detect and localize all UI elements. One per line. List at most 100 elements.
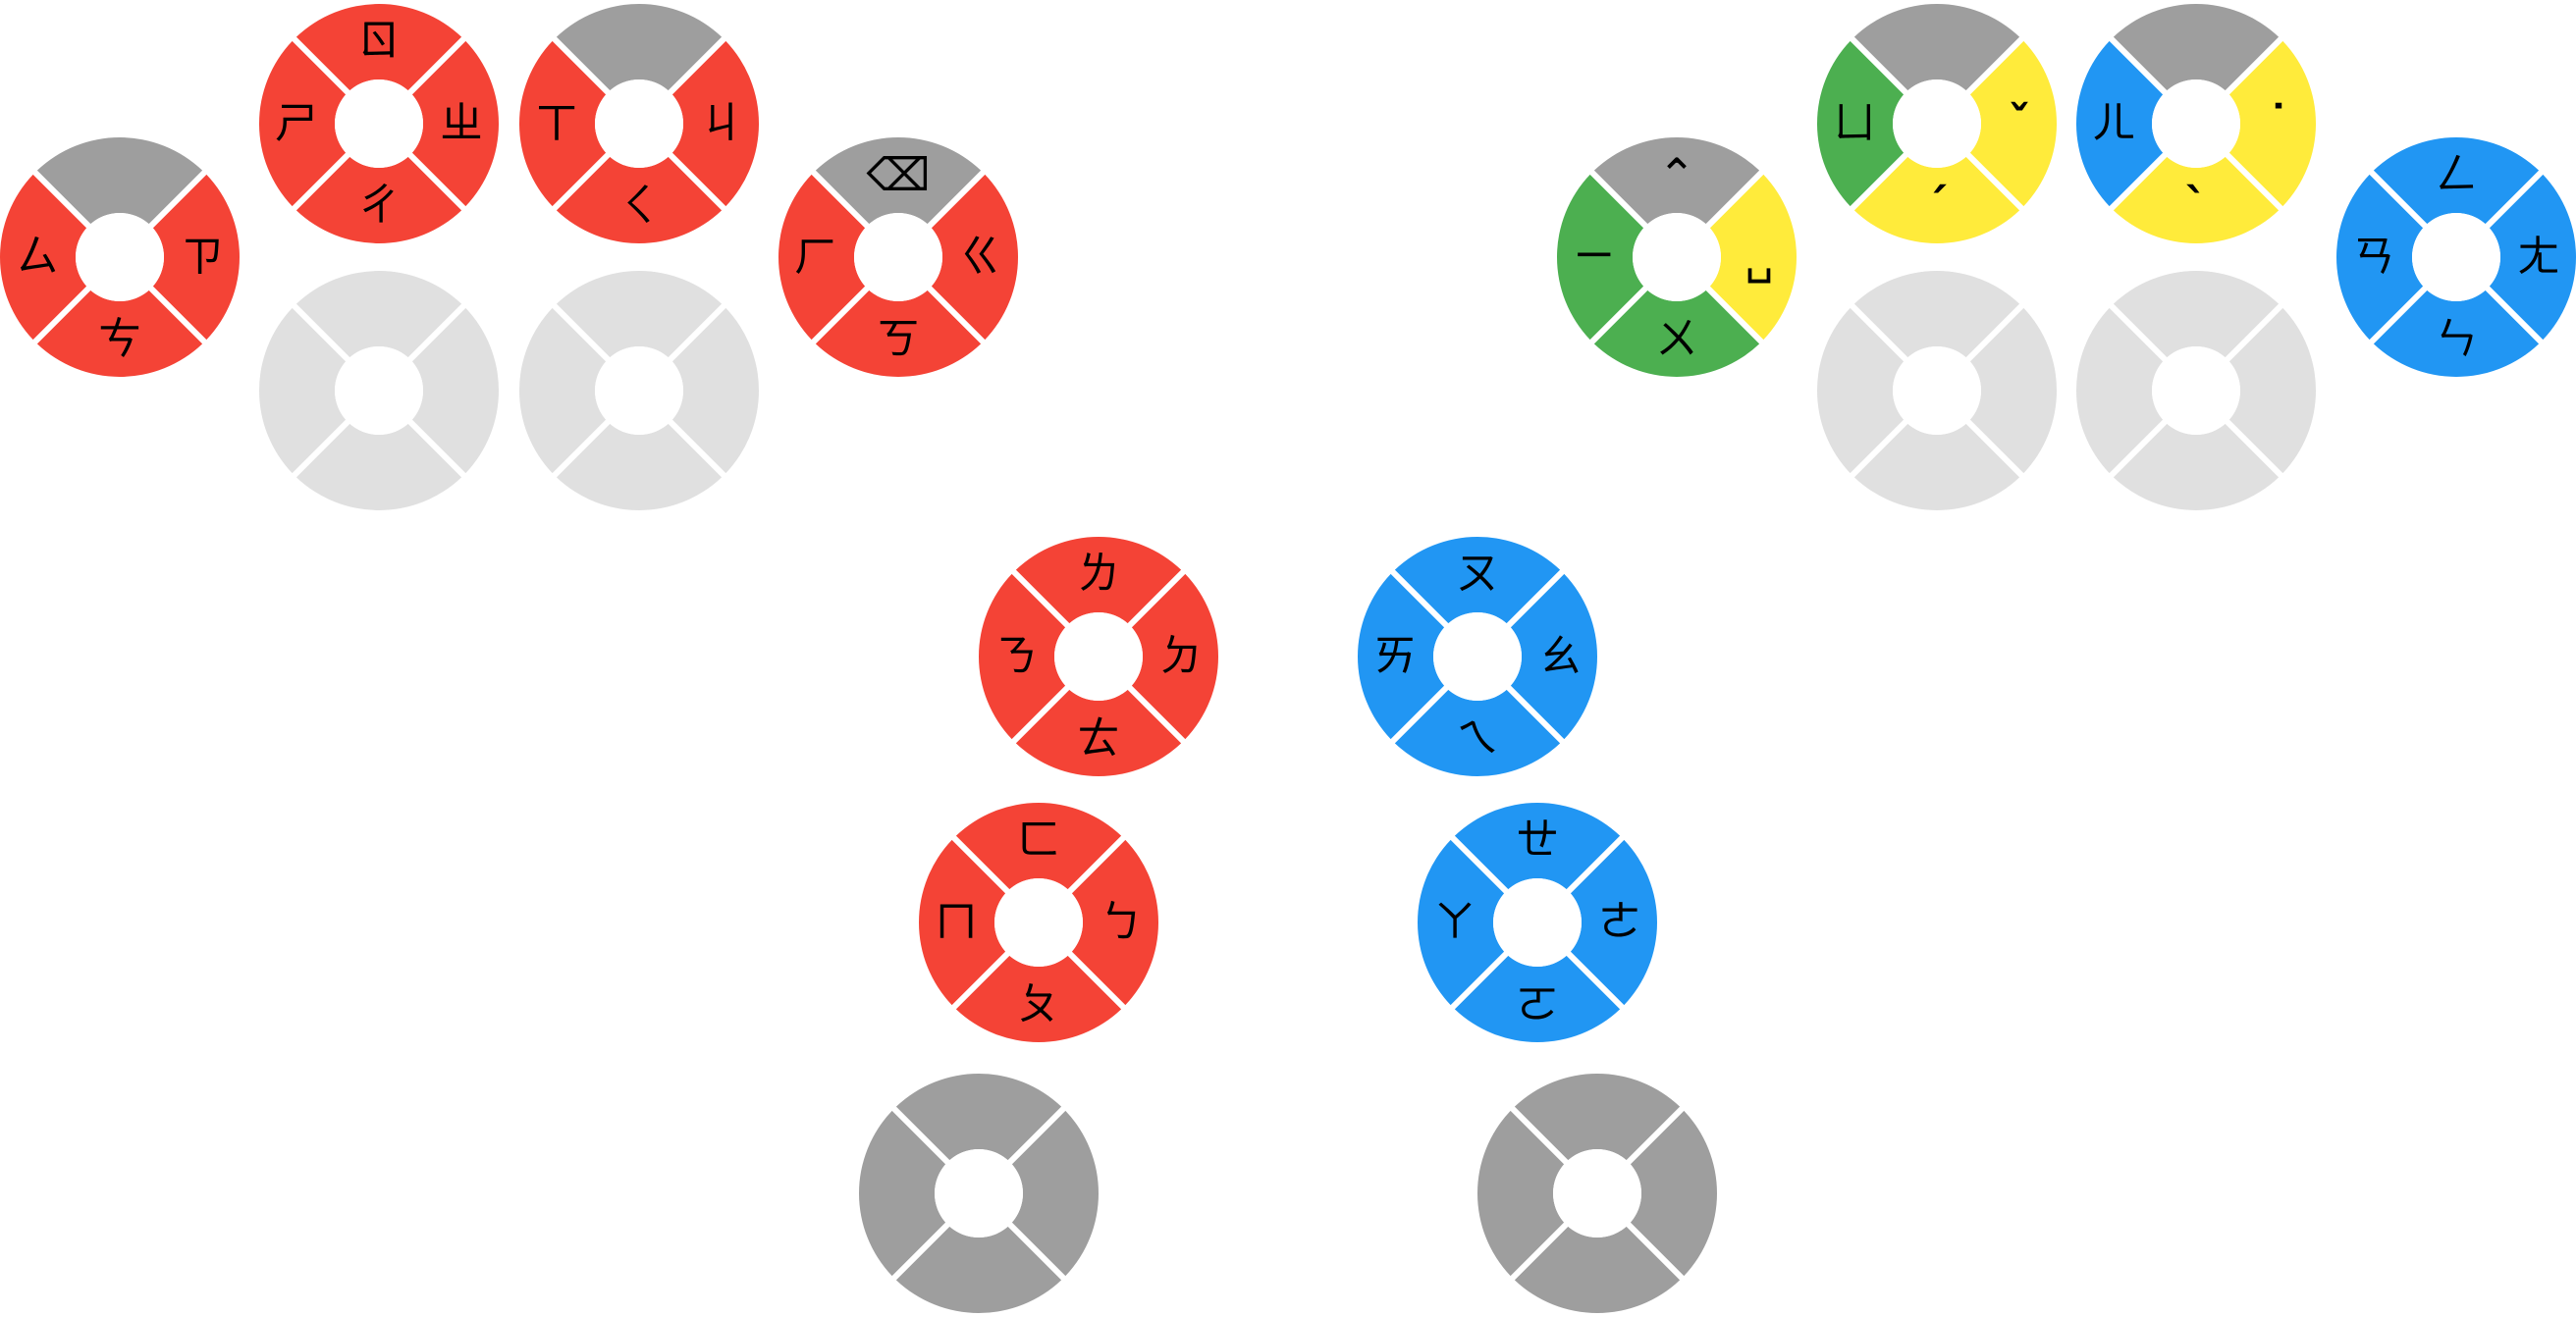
radial-pad-graphic	[1358, 537, 1597, 776]
segment-right[interactable]	[1969, 40, 2057, 207]
segment-bottom[interactable]	[1394, 689, 1561, 776]
segment-top[interactable]	[1853, 4, 2020, 91]
segment-left[interactable]	[2076, 40, 2164, 207]
segment-right[interactable]	[1011, 1110, 1099, 1277]
segment-top[interactable]	[1454, 803, 1621, 890]
radial-pad-right-empty-1[interactable]	[1817, 271, 2057, 510]
radial-pad-bottom-right[interactable]	[1477, 1074, 1717, 1313]
radial-pad-graphic	[1817, 4, 2057, 243]
radial-pad-right-top-4[interactable]: ㄥㄤㄣㄢ	[2336, 137, 2576, 377]
segment-left[interactable]	[1477, 1110, 1565, 1277]
segment-top[interactable]	[36, 137, 203, 225]
segment-right[interactable]	[2228, 40, 2316, 207]
segment-right[interactable]	[1510, 573, 1597, 740]
segment-left[interactable]	[1817, 40, 1905, 207]
segment-top[interactable]	[2113, 271, 2280, 358]
radial-pad-left-empty-1[interactable]	[259, 271, 499, 510]
segment-top[interactable]	[556, 271, 723, 358]
segment-left[interactable]	[1418, 839, 1505, 1006]
segment-right[interactable]	[1630, 1110, 1717, 1277]
radial-pad-right-empty-2[interactable]	[2076, 271, 2316, 510]
segment-bottom[interactable]	[2373, 290, 2540, 377]
segment-top[interactable]	[895, 1074, 1062, 1161]
pad-center-hole	[1493, 878, 1582, 967]
pad-center-hole	[595, 346, 683, 435]
segment-left[interactable]	[1557, 174, 1644, 341]
radial-pad-left-empty-2[interactable]	[519, 271, 759, 510]
segment-left[interactable]	[859, 1110, 946, 1277]
segment-right[interactable]	[671, 307, 759, 474]
radial-pad-left-top-1[interactable]: ㄗㄘㄙ	[0, 137, 240, 377]
pad-center-hole	[335, 346, 423, 435]
segment-left[interactable]	[1358, 573, 1445, 740]
radial-pad-right-top-1[interactable]: ⌃␣ㄨㄧ	[1557, 137, 1797, 377]
segment-bottom[interactable]	[36, 290, 203, 377]
segment-left[interactable]	[259, 40, 347, 207]
segment-right[interactable]	[411, 307, 499, 474]
segment-left[interactable]	[519, 307, 607, 474]
radial-pad-mid-left-1[interactable]: ㄌㄉㄊㄋ	[979, 537, 1218, 776]
segment-left[interactable]	[519, 40, 607, 207]
segment-bottom[interactable]	[2113, 156, 2280, 243]
segment-top[interactable]	[1853, 271, 2020, 358]
segment-right[interactable]	[152, 174, 240, 341]
segment-right[interactable]	[411, 40, 499, 207]
segment-top[interactable]	[1514, 1074, 1681, 1161]
segment-left[interactable]	[919, 839, 1006, 1006]
pad-center-hole	[2152, 79, 2240, 168]
segment-top[interactable]	[1593, 137, 1760, 225]
radial-pad-left-top-3[interactable]: ㄐㄑㄒ	[519, 4, 759, 243]
segment-left[interactable]	[0, 174, 87, 341]
segment-top[interactable]	[295, 271, 462, 358]
radial-pad-mid-left-2[interactable]: ㄈㄅㄆㄇ	[919, 803, 1158, 1042]
segment-bottom[interactable]	[295, 156, 462, 243]
segment-right[interactable]	[671, 40, 759, 207]
segment-bottom[interactable]	[1853, 423, 2020, 510]
radial-pad-graphic	[859, 1074, 1099, 1313]
segment-left[interactable]	[778, 174, 866, 341]
segment-right[interactable]	[1969, 307, 2057, 474]
segment-bottom[interactable]	[556, 156, 723, 243]
segment-right[interactable]	[1570, 839, 1657, 1006]
radial-pad-left-top-4[interactable]: ⌫ㄍㄎㄏ	[778, 137, 1018, 377]
segment-bottom[interactable]	[955, 955, 1122, 1042]
segment-left[interactable]	[2336, 174, 2424, 341]
radial-pad-left-top-2[interactable]: ㄖㄓㄔㄕ	[259, 4, 499, 243]
radial-pad-graphic	[2336, 137, 2576, 377]
segment-bottom[interactable]	[1454, 955, 1621, 1042]
segment-bottom[interactable]	[1015, 689, 1182, 776]
radial-pad-bottom-left[interactable]	[859, 1074, 1099, 1313]
segment-top[interactable]	[2373, 137, 2540, 225]
pad-center-hole	[1893, 79, 1981, 168]
segment-right[interactable]	[1709, 174, 1797, 341]
pad-center-hole	[2412, 213, 2500, 301]
segment-bottom[interactable]	[1853, 156, 2020, 243]
segment-right[interactable]	[2228, 307, 2316, 474]
segment-left[interactable]	[2076, 307, 2164, 474]
segment-bottom[interactable]	[815, 290, 982, 377]
segment-top[interactable]	[955, 803, 1122, 890]
segment-left[interactable]	[979, 573, 1066, 740]
segment-left[interactable]	[1817, 307, 1905, 474]
segment-left[interactable]	[259, 307, 347, 474]
segment-top[interactable]	[556, 4, 723, 91]
segment-top[interactable]	[1394, 537, 1561, 624]
segment-right[interactable]	[2489, 174, 2576, 341]
radial-pad-mid-right-2[interactable]: ㄝㄜㄛㄚ	[1418, 803, 1657, 1042]
segment-right[interactable]	[1071, 839, 1158, 1006]
radial-pad-mid-right-1[interactable]: ㄡㄠㄟㄞ	[1358, 537, 1597, 776]
segment-right[interactable]	[931, 174, 1018, 341]
segment-bottom[interactable]	[556, 423, 723, 510]
segment-bottom[interactable]	[895, 1226, 1062, 1313]
segment-top[interactable]	[1015, 537, 1182, 624]
segment-bottom[interactable]	[1514, 1226, 1681, 1313]
segment-right[interactable]	[1131, 573, 1218, 740]
segment-top[interactable]	[295, 4, 462, 91]
segment-top[interactable]	[2113, 4, 2280, 91]
segment-top[interactable]	[815, 137, 982, 225]
segment-bottom[interactable]	[2113, 423, 2280, 510]
segment-bottom[interactable]	[1593, 290, 1760, 377]
segment-bottom[interactable]	[295, 423, 462, 510]
